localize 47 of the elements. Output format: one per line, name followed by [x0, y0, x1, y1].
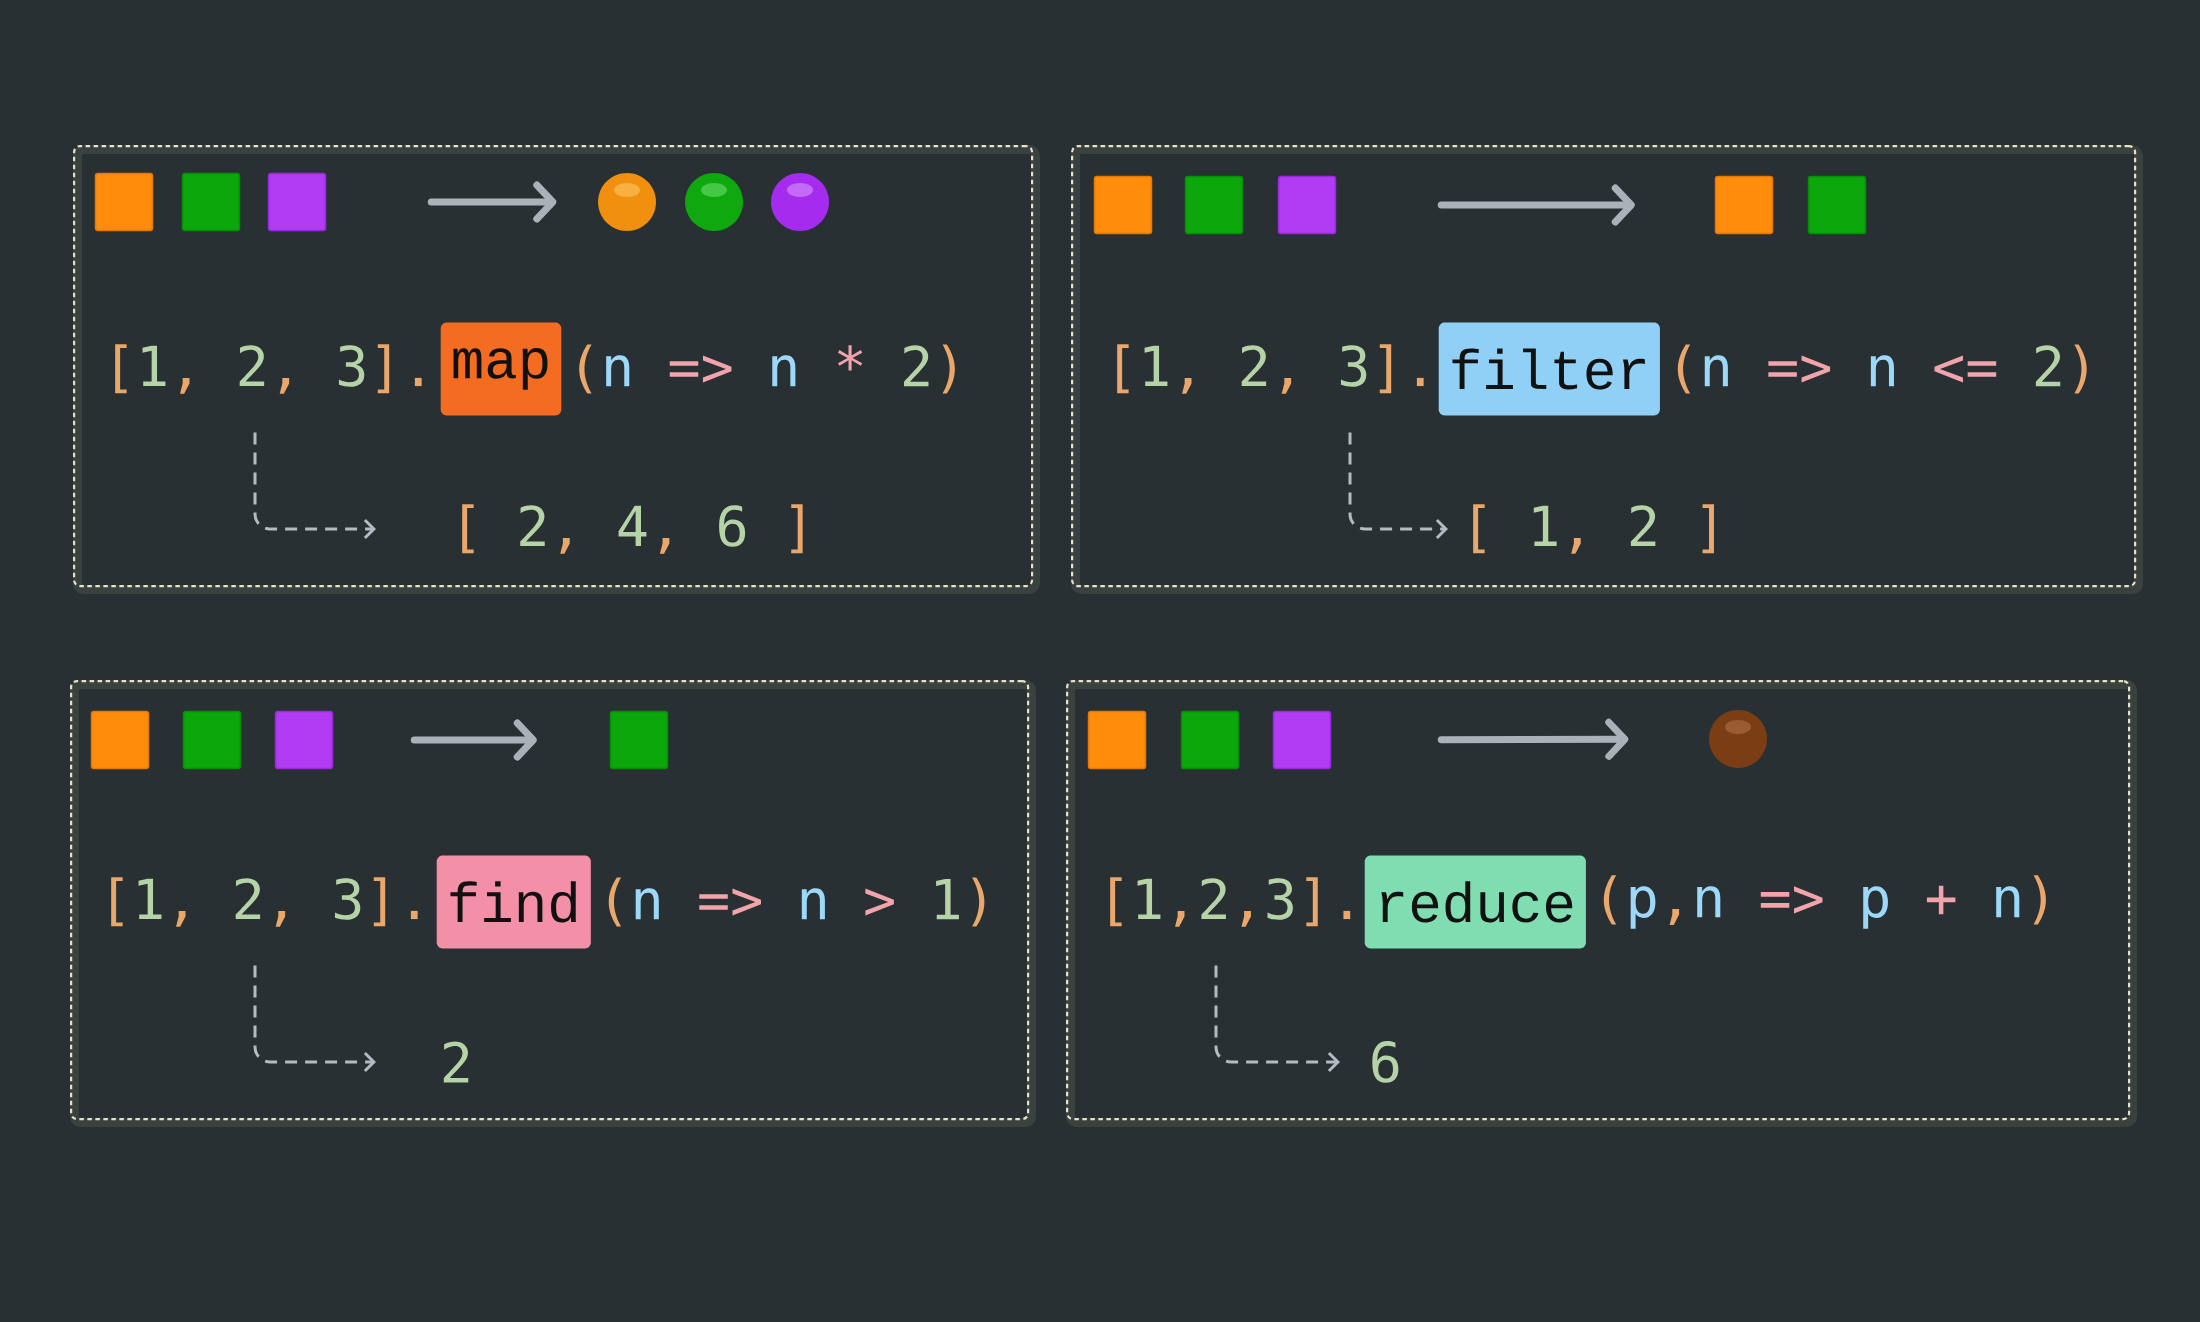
dashed-frame	[70, 680, 1036, 1127]
arrow	[1437, 718, 1629, 760]
ball-icon	[685, 173, 743, 231]
square-icon	[182, 710, 242, 770]
arrow	[427, 181, 557, 223]
code-text: [1,2,3].	[1110, 877, 1351, 927]
square-icon	[181, 172, 241, 232]
ball-icon	[1709, 710, 1767, 768]
dashed-arrow	[1348, 432, 1448, 540]
square-icon	[90, 710, 150, 770]
arrow	[410, 719, 537, 761]
dashed-arrow	[1214, 965, 1340, 1073]
code-text: (n => n <= 2)	[1677, 344, 2087, 394]
square-icon	[1093, 175, 1153, 235]
square-icon	[1277, 175, 1337, 235]
code-text: [1, 2, 3].	[1117, 344, 1424, 394]
method-highlight: map	[440, 322, 562, 416]
code-text: (n => n > 1)	[608, 877, 985, 927]
square-icon	[1180, 710, 1240, 770]
square-icon	[1807, 175, 1867, 235]
code-text: (n => n * 2)	[579, 344, 955, 394]
dashed-arrow	[253, 965, 376, 1073]
square-icon	[1272, 710, 1332, 770]
method-highlight: filter	[1438, 322, 1660, 416]
result-text: [ 2, 4, 6 ]	[462, 504, 803, 554]
square-icon	[267, 172, 327, 232]
ball-icon	[771, 173, 829, 231]
arrow	[1437, 184, 1635, 226]
ball-icon	[598, 173, 656, 231]
result-text: 6	[1372, 1041, 1399, 1083]
square-icon	[274, 710, 334, 770]
square-icon	[1087, 710, 1147, 770]
method-highlight: reduce	[1364, 855, 1586, 949]
dashed-arrow	[253, 432, 376, 540]
dashed-frame	[73, 145, 1040, 594]
square-icon	[609, 710, 669, 770]
dashed-frame	[1071, 145, 2143, 594]
code-text: [1, 2, 3].	[111, 877, 418, 927]
square-icon	[94, 172, 154, 232]
code-text: [1, 2, 3].	[115, 344, 422, 394]
result-text: [ 1, 2 ]	[1473, 504, 1714, 554]
code-text: (p,n => p + n)	[1603, 875, 2046, 929]
square-icon	[1714, 175, 1774, 235]
dashed-frame	[1066, 680, 2137, 1127]
square-icon	[1184, 175, 1244, 235]
result-text: 2	[443, 1041, 469, 1083]
method-highlight: find	[436, 855, 591, 949]
